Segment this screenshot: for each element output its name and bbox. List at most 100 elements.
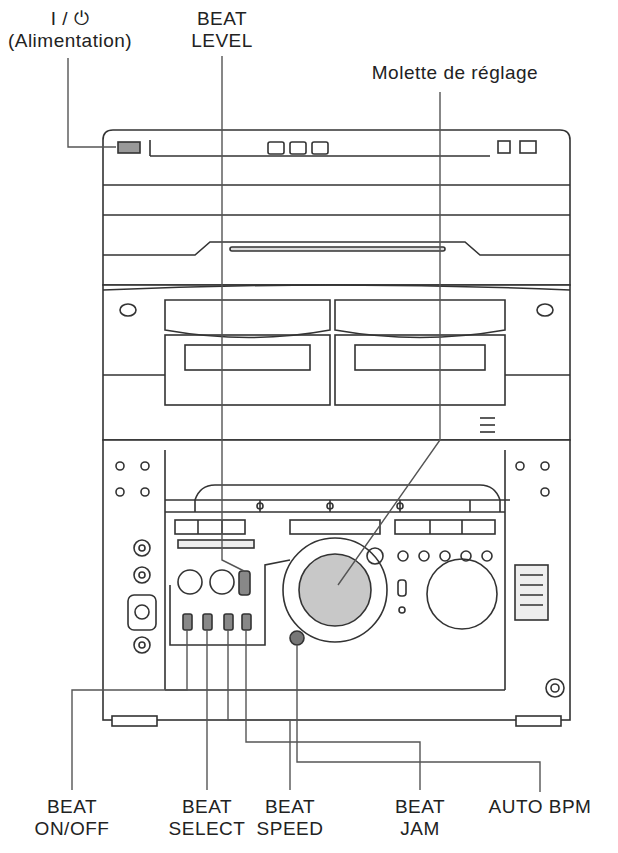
amplifier-unit-part: [440, 551, 450, 561]
beat-select-label: BEAT SELECT: [165, 796, 249, 840]
cassette-unit-part: [103, 285, 570, 440]
cassette-unit-part: [165, 300, 330, 338]
cassette-unit-part: [185, 345, 310, 370]
cassette-unit-part: [505, 374, 570, 376]
amplifier-unit-part: [134, 540, 150, 556]
cd-unit-part: [312, 142, 328, 154]
cd-unit-part: [498, 141, 510, 153]
cassette-unit-part: [103, 374, 165, 376]
power-button: [118, 142, 140, 153]
beat-on-off-label: BEAT ON/OFF: [30, 796, 114, 840]
beat-knob: [210, 570, 234, 594]
cd-unit-part: [103, 184, 570, 186]
amplifier-unit-part: [520, 575, 543, 605]
amplifier-unit-part: [541, 488, 549, 496]
leader-lines-part: [246, 630, 420, 790]
cassette-unit-part: [480, 424, 495, 426]
cd-unit: [103, 130, 570, 285]
amplifier-unit-part: [197, 520, 199, 534]
cassette-door: [335, 335, 505, 405]
jog-dial: [299, 554, 371, 626]
cd-unit-part: [520, 141, 536, 153]
cassette-unit-part: [335, 300, 505, 338]
leader-lines-part: [297, 645, 540, 792]
amplifier-unit-part: [398, 580, 406, 596]
amplifier-unit-part: [139, 572, 145, 578]
amplifier-unit-part: [397, 503, 403, 509]
cd-unit-part: [149, 140, 151, 156]
amplifier-unit-part: [541, 462, 549, 470]
amplifier-unit-part: [178, 540, 254, 548]
beat-jam-label: BEAT JAM: [388, 796, 452, 840]
disc-slot: [230, 247, 445, 251]
leader-lines: [68, 56, 540, 792]
amplifier-unit-part: [327, 503, 333, 509]
cassette-door: [165, 335, 330, 405]
beat-jam-button: [242, 614, 251, 630]
amplifier-unit-part: [257, 503, 263, 509]
beat-level-label: BEAT LEVEL: [185, 8, 259, 52]
amplifier-unit-part: [103, 440, 570, 720]
beat-level-control: [239, 571, 250, 595]
amplifier-unit-part: [395, 520, 495, 534]
amplifier-unit-part: [139, 545, 145, 551]
amplifier-unit-part: [195, 485, 500, 512]
amplifier-unit-part: [165, 499, 510, 501]
leader-lines-part: [206, 630, 207, 790]
amplifier-unit-part: [399, 607, 405, 613]
amplifier-unit-part: [515, 565, 548, 620]
amplifier-unit-part: [283, 538, 387, 642]
cassette-unit-part: [120, 304, 136, 316]
leader-lines-part: [228, 630, 290, 790]
beat-on-off-button: [183, 614, 192, 630]
amplifier-unit-part: [461, 520, 463, 534]
amplifier-unit-part: [116, 488, 124, 496]
cd-unit-part: [103, 130, 570, 285]
amplifier-unit-part: [165, 450, 505, 690]
beat-knob: [178, 570, 202, 594]
foot: [516, 716, 561, 726]
amplifier-unit-part: [134, 637, 150, 653]
amplifier-unit-part: [482, 551, 492, 561]
leader-lines-part: [68, 58, 116, 147]
auto-bpm-label: AUTO BPM: [470, 796, 610, 818]
beat-speed-label: BEAT SPEED: [250, 796, 330, 840]
amplifier-unit-part: [419, 551, 429, 561]
amplifier-unit-part: [551, 684, 559, 692]
amplifier-unit-part: [134, 567, 150, 583]
leader-lines-part: [72, 630, 187, 790]
beat-speed-button: [224, 614, 233, 630]
cd-unit-part: [290, 142, 306, 154]
power-label: I / ⏻ (Alimentation): [5, 8, 135, 52]
amplifier-unit-part: [128, 595, 156, 630]
amplifier-unit-part: [260, 500, 470, 512]
auto-bpm-button: [290, 631, 304, 645]
amplifier-unit-part: [546, 679, 564, 697]
leader-lines-part: [338, 92, 440, 585]
amplifier-unit-part: [141, 462, 149, 470]
amplifier-unit-part: [516, 462, 524, 470]
amplifier-unit-part: [165, 511, 505, 513]
beat-select-button: [203, 614, 212, 630]
amplifier-unit-part: [175, 520, 245, 534]
volume-knob: [427, 559, 497, 629]
jog-dial-label: Molette de réglage: [320, 62, 590, 84]
cassette-unit-part: [355, 345, 485, 370]
cassette-unit-part: [480, 417, 495, 419]
cassette-unit: [103, 285, 570, 440]
cd-unit-part: [268, 142, 284, 154]
amplifier-unit-part: [139, 642, 145, 648]
cd-unit-part: [103, 214, 570, 216]
amplifier-unit-part: [290, 520, 380, 534]
amplifier-unit-part: [170, 560, 290, 645]
amplifier-unit-part: [367, 548, 383, 564]
amplifier-unit-part: [429, 520, 431, 534]
amplifier-unit: [103, 440, 570, 726]
cd-unit-part: [150, 155, 490, 157]
foot: [112, 716, 157, 726]
amplifier-unit-part: [135, 605, 149, 619]
cassette-unit-part: [103, 285, 570, 290]
amplifier-unit-part: [398, 551, 408, 561]
